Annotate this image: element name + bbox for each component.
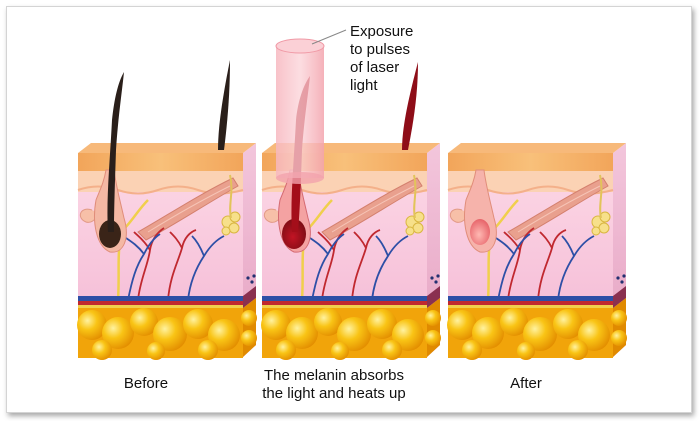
hair-shaft xyxy=(402,62,418,150)
hair-bulb xyxy=(99,220,121,248)
laser-annotation: Exposure to pulses of laser light xyxy=(350,23,413,94)
panel-before xyxy=(75,60,259,362)
hair-shaft xyxy=(218,60,230,150)
caption-before: Before xyxy=(124,375,168,392)
caption-during-line-1: The melanin absorbs xyxy=(264,367,404,384)
laser-beam xyxy=(275,38,325,184)
hair-shaft xyxy=(107,72,124,232)
annotation-line: of laser xyxy=(350,59,399,76)
annotation-line: Exposure xyxy=(350,23,413,40)
annotation-line: light xyxy=(350,77,378,94)
annotation-line: to pulses xyxy=(350,41,410,58)
hair-bulb xyxy=(470,219,490,245)
caption-after: After xyxy=(510,375,542,392)
panel-during xyxy=(259,29,443,362)
annotation-pointer xyxy=(311,29,347,45)
caption-during-line-2: the light and heats up xyxy=(262,385,405,402)
panel-after xyxy=(445,141,629,362)
hair-bulb xyxy=(282,219,306,249)
